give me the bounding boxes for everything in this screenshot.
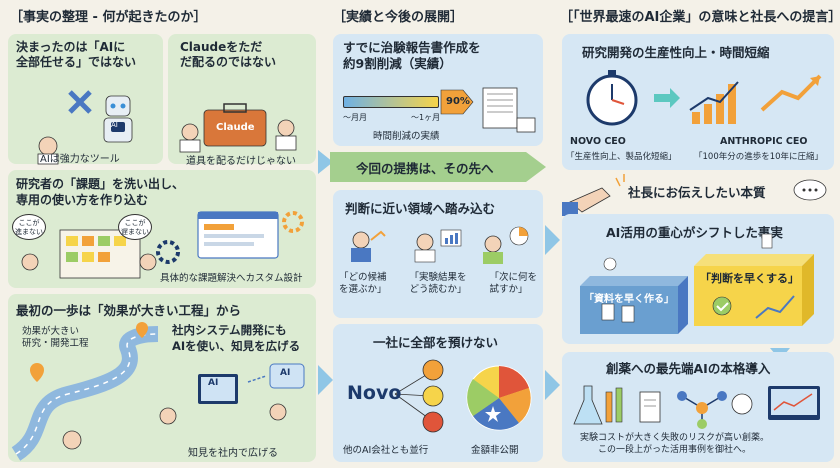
anthropic-ceo-label: ANTHROPIC CEO — [720, 136, 808, 147]
next-step-text: 今回の提携は、その先へ — [356, 161, 494, 176]
card-ai-not-everything: 決まったのは「AIに 全部任せる」ではない AI AIは強力なツール — [8, 34, 163, 165]
winding-road — [11, 326, 159, 461]
gear-icon — [156, 240, 180, 264]
card-title: Claudeをただ だ配るのではない — [180, 40, 277, 69]
card-subtitle: 社内システム開発にも AIを使い、知見を広げる — [172, 323, 301, 353]
box-right-label: 「判断を早くする」 — [700, 272, 799, 285]
productivity-illustration — [586, 70, 822, 126]
card-drug-discovery: 創薬への最先端AIの本格導入 実験コストが大きく失敗のリスクが高い創薬。 この一… — [562, 352, 834, 462]
bar-from-label: 〜月月 — [343, 113, 367, 122]
judgment-item: 「実験結果を どう読むか」 — [409, 272, 467, 295]
ai-tag-2: AI — [280, 368, 291, 378]
caption-undisclosed: 金額非公開 — [471, 445, 519, 456]
card-caption: 実験コストが大きく失敗のリスクが高い創薬。 この一段上がった活用事例を御社へ。 — [580, 433, 770, 455]
novo-logo: Novo — [347, 382, 402, 404]
check-icon — [712, 296, 732, 316]
card-title: 創薬への最先端AIの本格導入 — [606, 361, 771, 376]
judgment-illustration — [351, 226, 529, 264]
arrow-left-to-mid-1 — [318, 150, 333, 174]
essence-illustration — [562, 174, 827, 216]
vendor-logo-3 — [422, 411, 444, 433]
column-header-right: ［「世界最速のAI企業」の意味と社長への提言］ — [560, 10, 840, 25]
ai-tag-1: AI — [208, 378, 219, 388]
card-caption: 時間削減の実績 — [373, 131, 440, 142]
card-judgment-area: 判断に近い領域へ踏み込む 「どの候補 を選ぶか」 「実験結果を どう読むか」 「… — [333, 190, 543, 318]
robot-icon — [105, 95, 131, 117]
card-not-just-distribute: Claudeをただ だ配るのではない Claude 道具を配るだけじゃない — [168, 34, 316, 167]
card-title: 決まったのは「AIに 全部任せる」ではない — [16, 40, 137, 69]
arrow-mid-to-right-2 — [545, 370, 560, 400]
road-illustration — [11, 322, 305, 461]
toolbox-icon — [203, 109, 267, 147]
judgment-item: 「どの候補 を選ぶか」 — [339, 272, 387, 295]
card-ai-shift: AI活用の重心がシフトした事実 「資料を早く作る」 「判断を早くする」 — [562, 214, 834, 344]
clipboard-icon — [639, 391, 661, 423]
molecule-icon — [677, 391, 687, 401]
card-custom-design: 研究者の「課題」を洗い出し、 専用の使い方を作り込む ここが 進まない ここが … — [8, 170, 316, 288]
shift-illustration — [580, 233, 814, 334]
card-title: 研究者の「課題」を洗い出し、 専用の使い方を作り込む — [16, 177, 185, 207]
bar-arrow — [440, 87, 536, 133]
speech-bubble-1: ここが 進まない — [12, 214, 46, 240]
novo-ceo-label: NOVO CEO — [570, 136, 626, 147]
column-header-middle: ［実績と今後の展開］ — [333, 10, 464, 25]
lab-illustration — [573, 385, 820, 429]
card-title: すでに治験報告書作成を 約9割削減（実績） — [343, 40, 481, 71]
location-pin-icon — [30, 363, 44, 382]
next-step-arrow — [330, 152, 546, 182]
growth-icon — [760, 74, 822, 112]
caption-parallel: 他のAI会社とも並行 — [343, 445, 429, 456]
arrow-mid-to-right-1 — [545, 225, 560, 255]
card-title: 一社に全部を預けない — [373, 335, 499, 350]
card-caption: 知見を社内で広げる — [188, 448, 278, 459]
card-first-step: 最初の一歩は「効果が大きい工程」から 効果が大きい 研究・開発工程 社内システム… — [8, 294, 316, 462]
card-caption: 具体的な課題解決へカスタム設計 — [160, 273, 303, 284]
essence-text: 社長にお伝えしたい本質 — [628, 185, 766, 200]
card-title: AI活用の重心がシフトした事実 — [606, 225, 783, 240]
robot-ai-label: AI — [111, 121, 118, 129]
card-caption: AIは強力なツール — [40, 154, 120, 165]
anthropic-ceo-quote: 「100年分の進歩を10年に圧縮」 — [694, 152, 824, 162]
toolbox-label: Claude — [216, 122, 255, 133]
flask-icon — [573, 385, 603, 425]
vendor-logo-1 — [422, 359, 444, 381]
document-stack-icon — [482, 87, 518, 129]
speech-bubble-2: ここが 遅まない — [118, 214, 152, 240]
road-label: 効果が大きい 研究・開発工程 — [22, 326, 89, 349]
judgment-item: 「次に何を 試すか」 — [489, 272, 537, 295]
vendor-logo-2 — [422, 385, 444, 407]
progress-bar — [343, 96, 439, 108]
card-title: 研究開発の生産性向上・時間短縮 — [582, 45, 770, 60]
box-left-label: 「資料を早く作る」 — [584, 294, 674, 305]
bar-to-label: 〜1ヶ月 — [411, 113, 441, 122]
card-productivity: 研究開発の生産性向上・時間短縮 NOVO CEO 「生産性向上、製品化短縮」 A… — [562, 34, 834, 170]
card-multi-vendor: 一社に全部を預けない Novo 他のAI会社とも並行 金額非公開 — [333, 324, 543, 462]
card-trial-report: すでに治験報告書作成を 約9割削減（実績） 90% 〜月月 〜1ヶ月 時間削減の… — [333, 34, 543, 146]
judgment-items: 「どの候補 を選ぶか」 「実験結果を どう読むか」 「次に何を 試すか」 — [339, 272, 537, 296]
percent-label: 90% — [446, 96, 470, 107]
vendor-illustration — [394, 359, 532, 433]
toolbox-illustration — [179, 103, 297, 153]
arrow-right-icon — [654, 88, 680, 108]
novo-ceo-quote: 「生産性向上、製品化短縮」 — [566, 152, 677, 162]
card-title: 最初の一歩は「効果が大きい工程」から — [16, 303, 242, 318]
arrow-left-to-mid-2 — [318, 365, 333, 395]
test-tube-rack-icon — [731, 393, 753, 415]
box-right — [694, 266, 802, 326]
card-caption: 道具を配るだけじゃない — [186, 156, 296, 167]
robot-illustration — [37, 90, 133, 165]
card-title: 判断に近い領域へ踏み込む — [345, 201, 496, 216]
column-header-left: ［事実の整理 - 何が起きたのか］ — [10, 10, 207, 25]
